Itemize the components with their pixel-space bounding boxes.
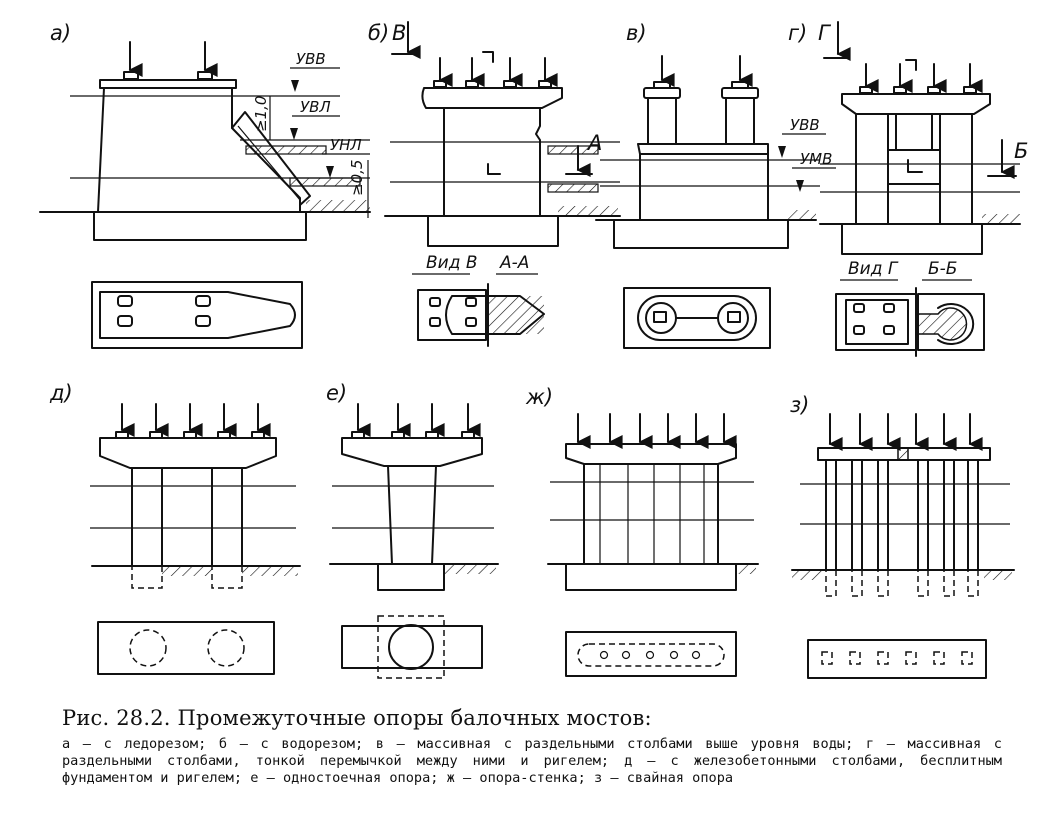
pier-a-ice-cutter: а) УВВ УВЛ УНЛ ≥1,0 [39,21,371,241]
label-section-aa: А-А [499,253,529,273]
plan-zh [565,631,737,677]
level-unl-a: УНЛ [330,136,362,154]
caption-title: Рис. 28.2. Промежуточные опоры балочных … [62,706,652,730]
panel-label-b: б) [368,21,389,45]
level-uvv-a: УВВ [296,50,326,68]
bridge-piers-drawing: а) УВВ УВЛ УНЛ ≥1,0 [39,21,1028,679]
panel-label-a: а) [50,21,71,45]
pier-z-pile: з) [790,393,1015,597]
marker-a: А [586,131,602,155]
figure-caption: Рис. 28.2. Промежуточные опоры балочных … [62,706,1002,787]
plan-z [807,639,987,679]
dim-ice-low: ≥0,5 [348,160,366,196]
panel-label-g: г) [788,21,807,45]
pier-g-massive-columns-web: г) Г Б [788,21,1028,255]
level-umv-v: УМВ [800,150,832,168]
plan-d [97,621,275,675]
level-uvl-a: УВЛ [300,98,331,116]
plan-v [623,287,771,349]
pier-e-single-column: е) [326,381,499,591]
plan-b: Вид В А-А [412,253,545,347]
pier-d-rc-columns: д) [49,381,301,589]
marker-v: В [392,21,406,45]
marker-g: Г [818,21,832,45]
caption-legend: а — с ледорезом; б — с водорезом; в — ма… [62,736,1002,786]
panel-label-d: д) [49,381,73,405]
plan-a [91,281,303,349]
label-view-v: Вид В [426,253,478,273]
plan-e [341,615,483,679]
label-view-g: Вид Г [848,259,899,279]
level-uvv-v: УВВ [790,116,820,134]
pier-v-massive-columns: в) УВВ УМВ [595,21,836,249]
pier-b-water-cutter: б) В А [368,21,621,247]
panel-label-v: в) [626,21,647,45]
plan-g: Вид Г Б-Б [835,259,985,357]
panel-label-e: е) [326,381,347,405]
marker-b: Б [1014,139,1028,163]
pier-zh-wall: ж) [525,385,759,591]
panel-label-z: з) [790,393,809,417]
dim-ice-height: ≥1,0 [252,96,270,132]
label-section-bb: Б-Б [928,259,957,279]
panel-label-zh: ж) [525,385,553,409]
